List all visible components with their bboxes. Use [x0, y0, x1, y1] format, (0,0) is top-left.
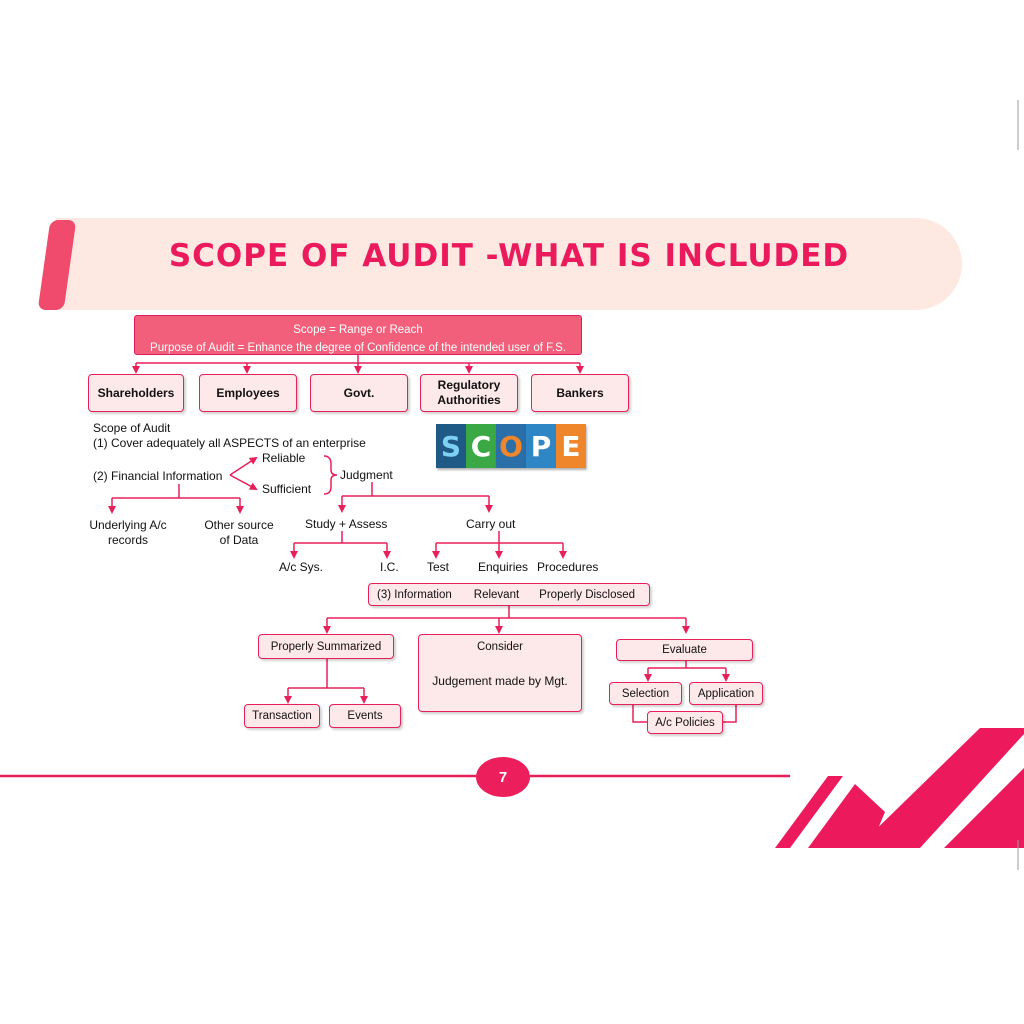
user-govt: Govt. — [310, 374, 408, 412]
scope-heading: Scope of Audit — [93, 421, 171, 435]
title-banner — [56, 218, 962, 310]
information-row: (3) Information Relevant Properly Disclo… — [368, 583, 650, 606]
evaluate-box: Evaluate — [616, 639, 753, 661]
user-regulatory-authorities: Regulatory Authorities — [420, 374, 518, 412]
consider-label: Consider — [476, 641, 524, 653]
scope-logo: S C O P E — [436, 424, 586, 468]
consider-box: Consider Judgement made by Mgt. — [418, 634, 582, 712]
study-assess-label: Study + Assess — [305, 517, 388, 531]
ac-policies-box: A/c Policies — [647, 711, 723, 734]
properly-summarized-box: Properly Summarized — [258, 634, 394, 659]
judgement-mgt-label: Judgement made by Mgt. — [432, 674, 568, 688]
point-2: (2) Financial Information — [93, 469, 223, 483]
events-box: Events — [329, 704, 401, 728]
transaction-box: Transaction — [244, 704, 320, 728]
carry-out-label: Carry out — [466, 517, 516, 531]
scope-definition: Scope = Range or Reach — [293, 324, 423, 336]
application-box: Application — [689, 682, 763, 705]
user-shareholders: Shareholders — [88, 374, 184, 412]
scope-tile-s: S — [436, 424, 466, 468]
underlying-records-label: Underlying A/c records — [89, 518, 167, 547]
reliable-label: Reliable — [262, 451, 306, 465]
scope-tile-o: O — [496, 424, 526, 468]
scope-tile-e: E — [556, 424, 586, 468]
other-source-label: Other source of Data — [204, 518, 274, 547]
judgment-label: Judgment — [340, 468, 393, 482]
sufficient-label: Sufficient — [262, 482, 312, 496]
page-title: SCOPE OF AUDIT -WHAT IS INCLUDED — [168, 238, 850, 274]
user-employees: Employees — [199, 374, 297, 412]
selection-box: Selection — [609, 682, 682, 705]
scope-tile-c: C — [466, 424, 496, 468]
information-label: (3) Information — [377, 588, 452, 601]
ac-sys-label: A/c Sys. — [279, 560, 324, 574]
procedures-label: Procedures — [537, 560, 599, 574]
ic-label: I.C. — [380, 560, 399, 574]
properly-disclosed-label: Properly Disclosed — [539, 588, 636, 601]
enquiries-label: Enquiries — [478, 560, 529, 574]
purpose-definition: Purpose of Audit = Enhance the degree of… — [150, 342, 566, 354]
point-1: (1) Cover adequately all ASPECTS of an e… — [93, 436, 366, 450]
test-label: Test — [427, 560, 450, 574]
user-bankers: Bankers — [531, 374, 629, 412]
relevant-label: Relevant — [473, 588, 520, 601]
scope-tile-p: P — [526, 424, 556, 468]
scope-definition-box: Scope = Range or Reach Purpose of Audit … — [134, 315, 582, 355]
page-number: 7 — [476, 757, 530, 797]
